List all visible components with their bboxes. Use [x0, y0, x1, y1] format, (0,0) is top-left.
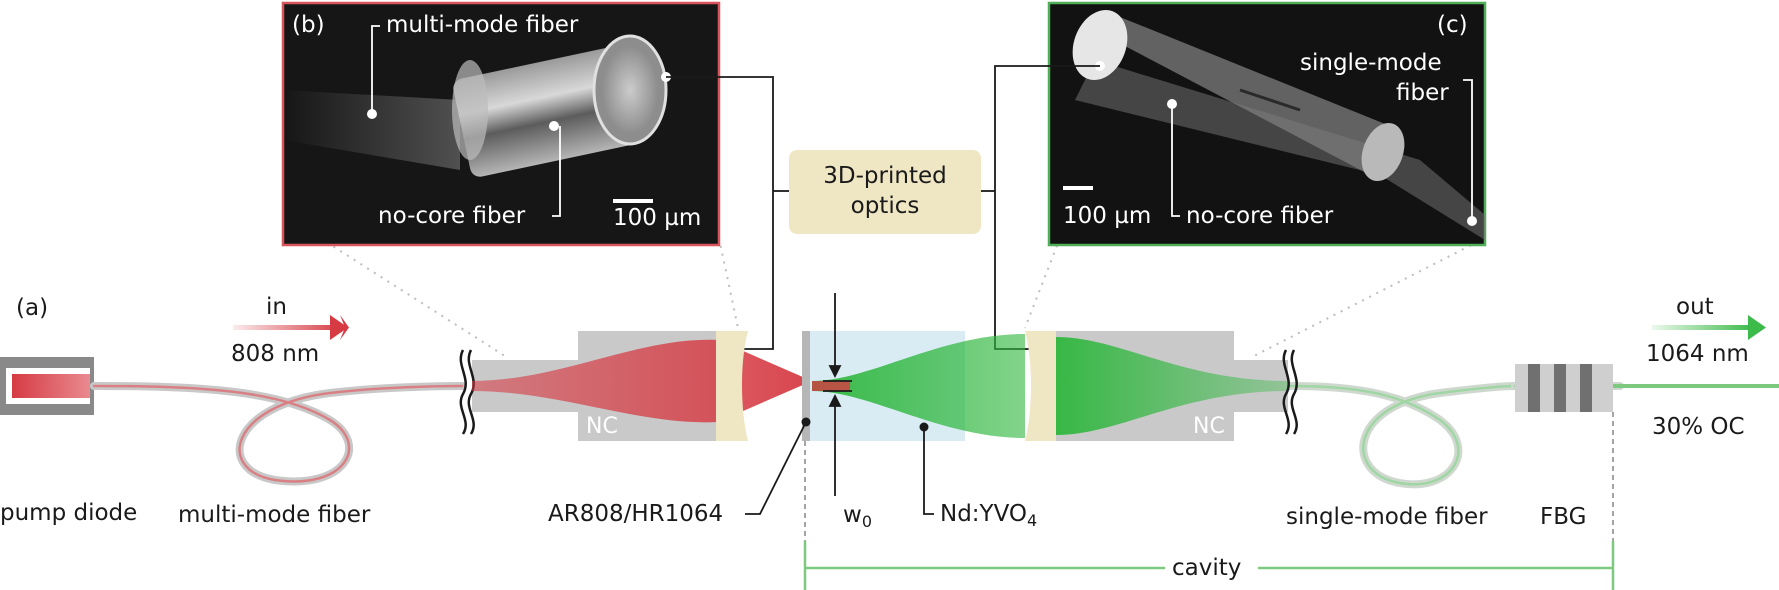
- right-lens: [1025, 331, 1056, 441]
- inset-c-singlemode-label: single-mode: [1300, 50, 1442, 76]
- fiber-break: [459, 349, 475, 435]
- fbg-label: FBG: [1540, 504, 1587, 530]
- fiber-break: [1282, 349, 1298, 435]
- inset-b-scale-label: 100 µm: [613, 205, 702, 231]
- output-title: out: [1676, 294, 1714, 320]
- optics-line-1: 3D-printed: [823, 163, 947, 190]
- pump-diode: [0, 357, 94, 415]
- callout-dot: [367, 109, 377, 119]
- multimode-fiber: [90, 382, 466, 486]
- callout-dot: [549, 121, 559, 131]
- output-coupling: 30% OC: [1652, 414, 1745, 440]
- cavity-label: cavity: [1172, 555, 1242, 581]
- printed-optics-box: 3D-printed optics: [789, 150, 981, 234]
- optics-line-2: optics: [850, 193, 920, 219]
- panel-a-label: (a): [16, 295, 49, 321]
- scale-bar: [613, 199, 653, 203]
- inset-c-scale-label: 100 µm: [1063, 203, 1152, 229]
- beam-waist-label: w0: [843, 502, 872, 531]
- left-lens: [716, 331, 748, 441]
- ar-hr-coating: [802, 331, 810, 441]
- input-title: in: [266, 294, 287, 320]
- callout-dot: [1467, 216, 1477, 226]
- mirror-coating-label: AR808/HR1064: [548, 501, 724, 527]
- panel-c-label: (c): [1437, 12, 1468, 38]
- coating-leader: [745, 421, 807, 515]
- coating-marker: [801, 417, 811, 427]
- inset-c-photo: [1047, 1, 1487, 247]
- cavity-beam: [812, 334, 1025, 438]
- nc-left-label: NC: [586, 414, 618, 439]
- input-arrow: [233, 315, 349, 340]
- output-beam: [1056, 337, 1288, 435]
- scale-bar: [1063, 186, 1093, 190]
- fbg-grating: [1515, 364, 1613, 412]
- panel-b-label: (b): [292, 12, 325, 38]
- input-wavelength: 808 nm: [231, 341, 320, 367]
- inset-b-nocore-label: no-core fiber: [378, 203, 526, 229]
- crystal-marker: [919, 422, 929, 432]
- output-arrow: [1652, 315, 1766, 340]
- inset-c-fiber-label: fiber: [1396, 80, 1449, 106]
- waist-marker: [823, 293, 852, 496]
- pump-diode-label: pump diode: [0, 500, 138, 526]
- output-wavelength: 1064 nm: [1646, 341, 1749, 367]
- zoom-lines: [319, 237, 1486, 359]
- inset-c-nocore-label: no-core fiber: [1186, 203, 1334, 229]
- callout-dot: [1167, 99, 1177, 109]
- multimode-fiber-label: multi-mode fiber: [178, 502, 371, 528]
- nc-right-label: NC: [1193, 414, 1225, 439]
- crystal-leader: [923, 428, 934, 515]
- inset-c-callouts: [1171, 79, 1473, 221]
- inset-b-photo: [281, 1, 721, 247]
- cavity-bracket: [803, 541, 1615, 590]
- inset-b-callouts: [371, 25, 561, 217]
- inset-b-multimode-label: multi-mode fiber: [386, 12, 579, 38]
- crystal-label: Nd:YVO4: [940, 501, 1038, 530]
- singlemode-fiber-label: single-mode fiber: [1286, 504, 1488, 530]
